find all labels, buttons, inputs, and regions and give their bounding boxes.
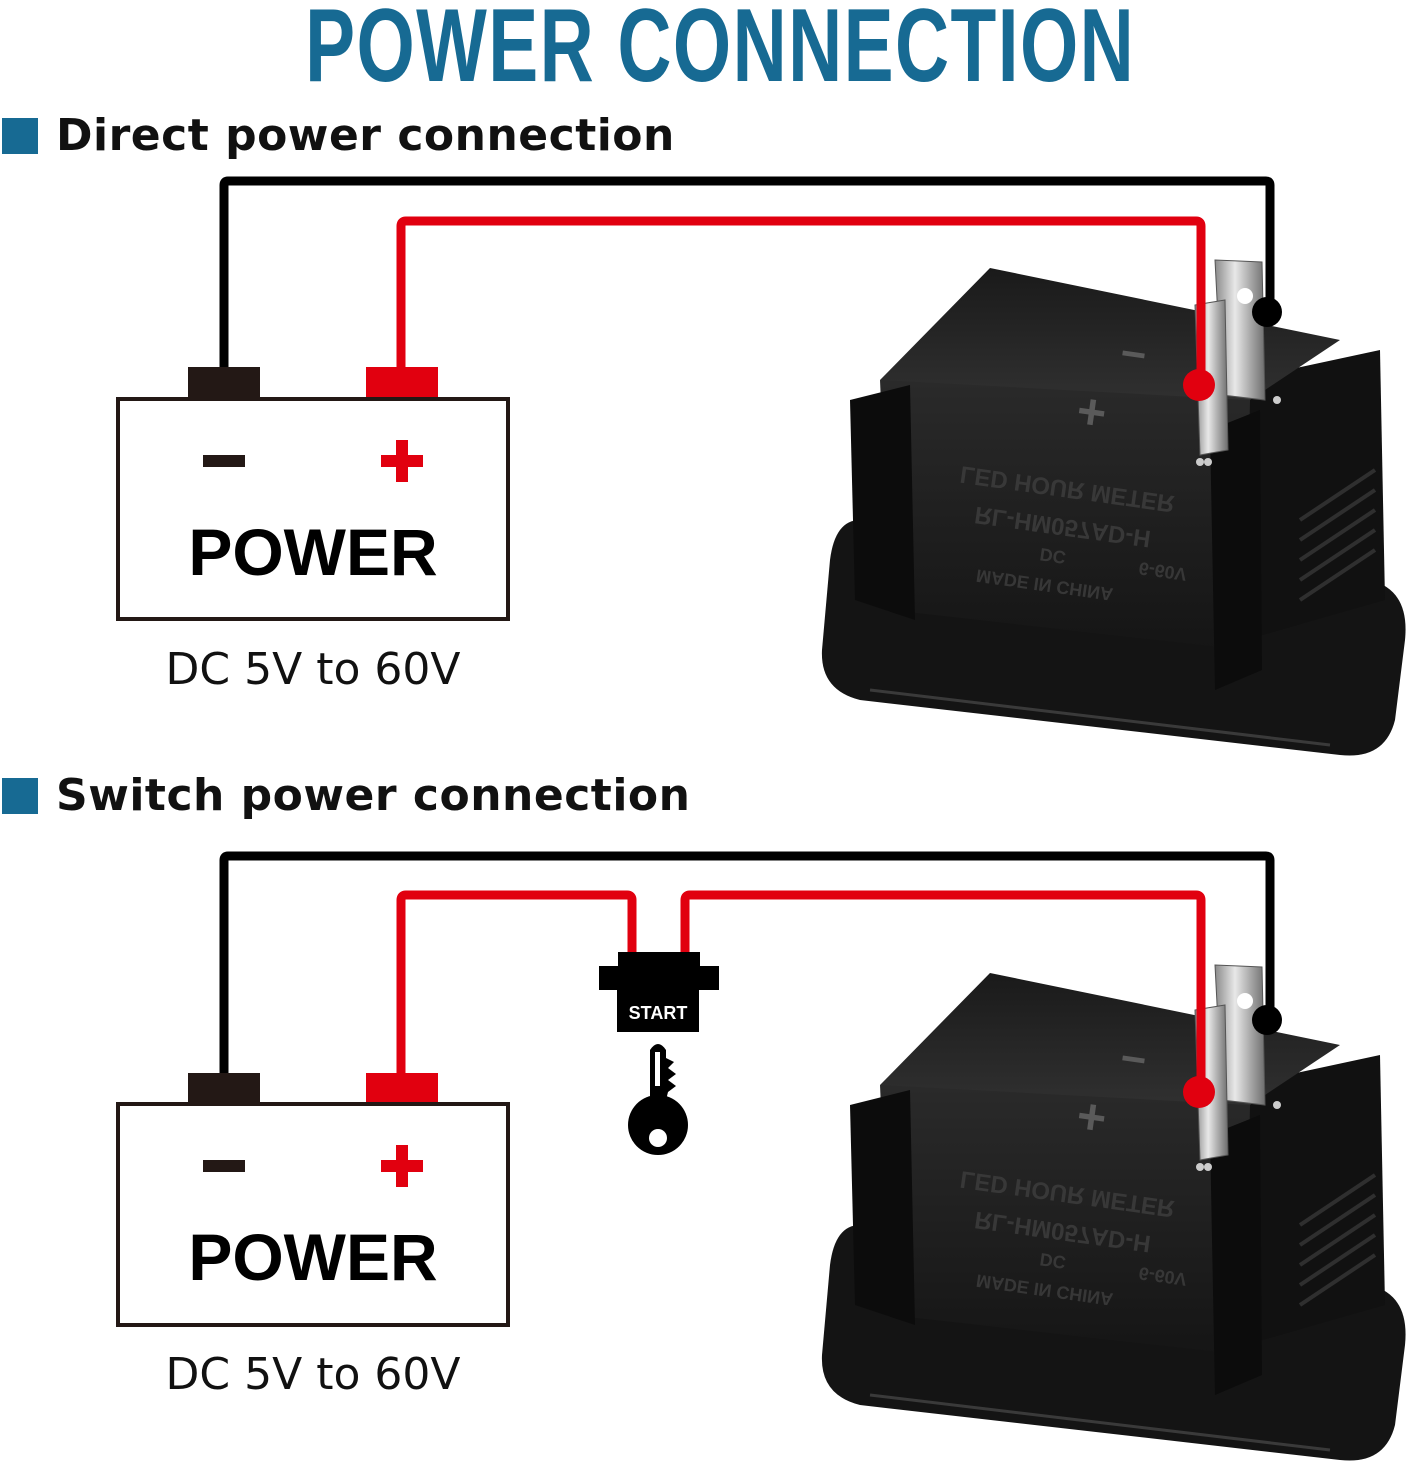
section-heading-switch: Switch power connection <box>0 770 690 821</box>
section-heading-text: Switch power connection <box>56 770 691 821</box>
negative-connection-dot <box>1252 297 1282 327</box>
negative-wire <box>219 176 1275 372</box>
plus-symbol-icon <box>381 440 423 482</box>
voltage-range: DC 5V to 60V <box>166 1349 461 1400</box>
positive-wire-to-switch <box>396 890 637 1078</box>
battery-label: POWER <box>188 1220 437 1294</box>
minus-symbol-icon <box>203 1160 245 1172</box>
minus-symbol-icon <box>203 455 245 467</box>
page-title: POWER CONNECTION <box>305 0 1136 104</box>
plus-symbol-icon <box>381 1145 423 1187</box>
positive-terminal <box>366 1073 438 1105</box>
bullet-square-icon <box>2 117 38 154</box>
start-switch: START <box>599 952 719 1155</box>
voltage-range: DC 5V to 60V <box>166 644 461 695</box>
battery-box <box>116 1102 510 1327</box>
switch-connection-diagram: START POWER DC 5V to 60V <box>116 851 1408 1463</box>
positive-connection-dot <box>1183 1076 1215 1108</box>
power-battery: POWER DC 5V to 60V <box>116 367 510 695</box>
negative-terminal <box>188 1073 260 1105</box>
section-heading-direct: Direct power connection <box>0 110 675 161</box>
key-icon <box>628 1044 688 1155</box>
positive-connection-dot <box>1183 369 1215 401</box>
positive-wire-to-meter <box>680 890 1206 1090</box>
positive-wire <box>396 216 1206 384</box>
negative-wire <box>219 851 1275 1078</box>
battery-box <box>116 397 510 621</box>
hour-meter-device <box>819 258 1408 758</box>
battery-label: POWER <box>188 515 437 589</box>
positive-terminal <box>366 367 438 399</box>
hour-meter-device <box>819 963 1408 1463</box>
negative-connection-dot <box>1252 1005 1282 1035</box>
start-label: START <box>629 1003 688 1023</box>
bullet-square-icon <box>2 777 38 814</box>
section-heading-text: Direct power connection <box>56 110 675 161</box>
negative-terminal <box>188 367 260 399</box>
power-battery: POWER DC 5V to 60V <box>116 1073 510 1400</box>
direct-connection-diagram: POWER DC 5V to 60V <box>116 176 1408 758</box>
